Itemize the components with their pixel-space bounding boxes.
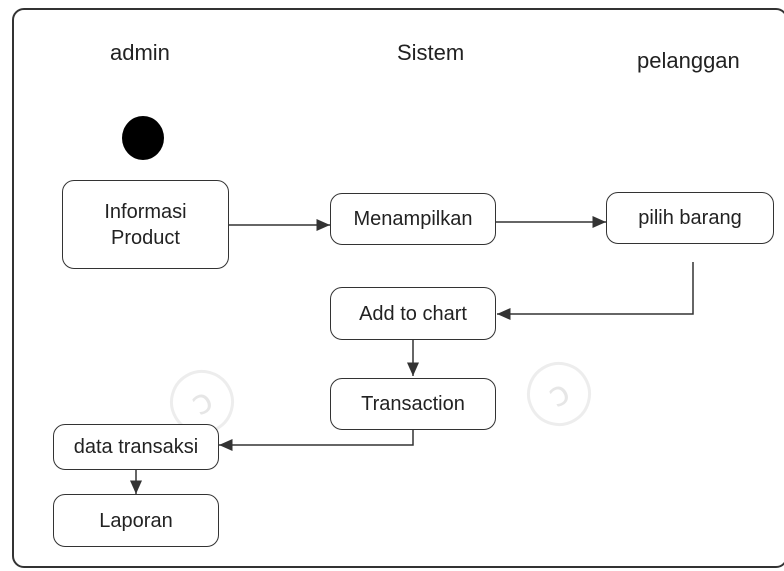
lane-title-sistem: Sistem [397,40,465,65]
lane-title-admin: admin [110,40,170,65]
node-pilih-barang: pilih barang [606,192,774,244]
node-data-transaksi: data transaksi [53,424,219,470]
lane-title-pelanggan: pelanggan [637,48,740,73]
node-menampilkan: Menampilkan [330,193,496,245]
node-laporan: Laporan [53,494,219,547]
node-informasi-product: Informasi Product [62,180,229,269]
node-add-to-chart: Add to chart [330,287,496,340]
node-transaction: Transaction [330,378,496,430]
diagram-frame [12,8,784,568]
start-node [122,116,164,160]
